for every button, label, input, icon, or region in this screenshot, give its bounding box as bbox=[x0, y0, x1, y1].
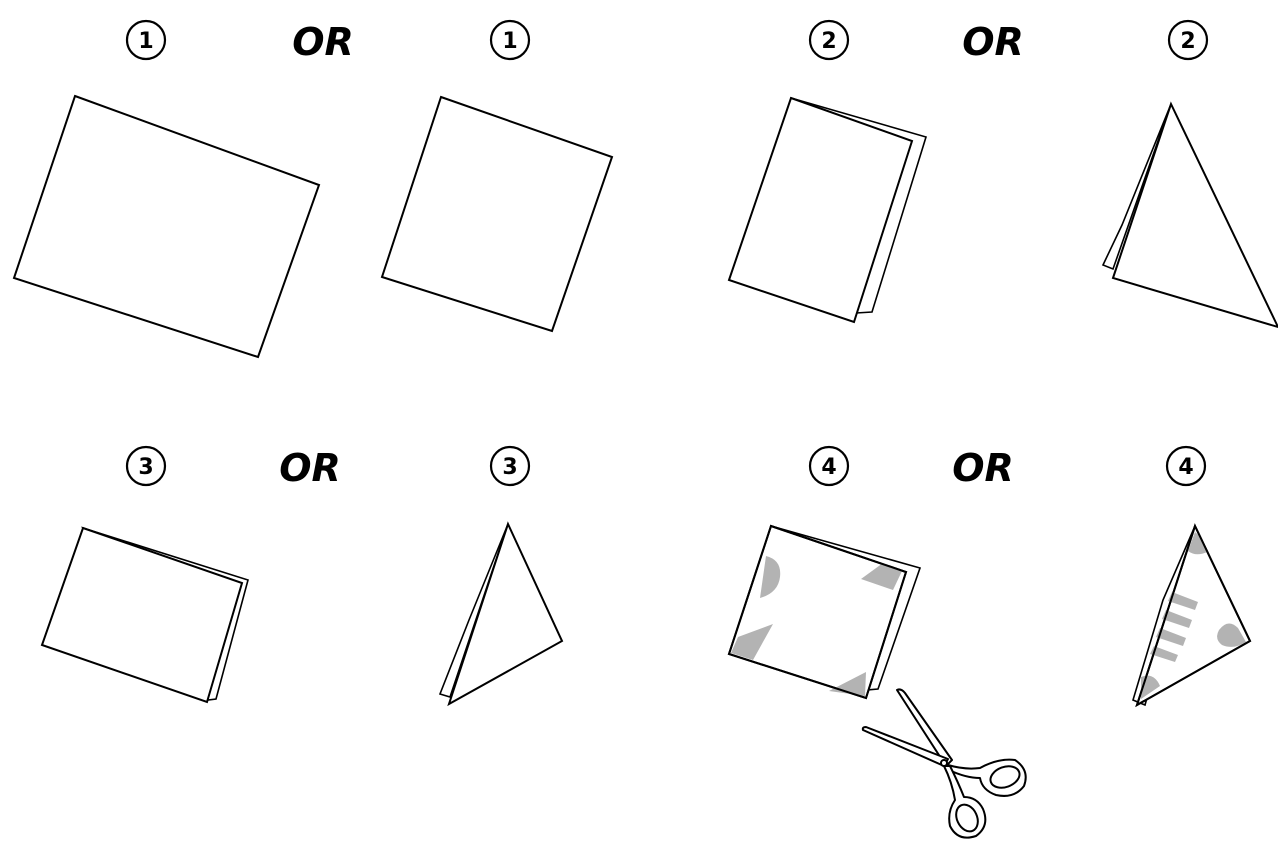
or-label: OR bbox=[952, 446, 1014, 490]
step-number: 3 bbox=[138, 455, 153, 480]
square-paper bbox=[382, 97, 612, 331]
folded-square-with-cutouts bbox=[729, 526, 920, 698]
or-label: OR bbox=[962, 20, 1024, 64]
step-number: 1 bbox=[138, 29, 153, 54]
step-number: 4 bbox=[821, 455, 836, 480]
step-badge-4b: 4 bbox=[1167, 447, 1205, 485]
step-badge-1b: 1 bbox=[491, 21, 529, 59]
step-badge-2b: 2 bbox=[1169, 21, 1207, 59]
folded-triangle-twice bbox=[440, 524, 562, 704]
rectangle-paper bbox=[14, 96, 319, 357]
step-badge-3a: 3 bbox=[127, 447, 165, 485]
folded-rectangle bbox=[729, 98, 926, 322]
folded-triangle bbox=[1103, 104, 1278, 327]
folded-rectangle-twice bbox=[42, 528, 248, 702]
step-badge-4a: 4 bbox=[810, 447, 848, 485]
step-number: 2 bbox=[821, 29, 836, 54]
step-badge-3b: 3 bbox=[491, 447, 529, 485]
step-number: 3 bbox=[502, 455, 517, 480]
or-label: OR bbox=[292, 20, 354, 64]
step-number: 4 bbox=[1178, 455, 1193, 480]
scissors-icon bbox=[863, 689, 1026, 837]
step-number: 2 bbox=[1180, 29, 1195, 54]
folded-triangle-with-cutouts bbox=[1133, 526, 1250, 705]
step-number: 1 bbox=[502, 29, 517, 54]
step-badge-2a: 2 bbox=[810, 21, 848, 59]
step-badge-1a: 1 bbox=[127, 21, 165, 59]
or-label: OR bbox=[279, 446, 341, 490]
